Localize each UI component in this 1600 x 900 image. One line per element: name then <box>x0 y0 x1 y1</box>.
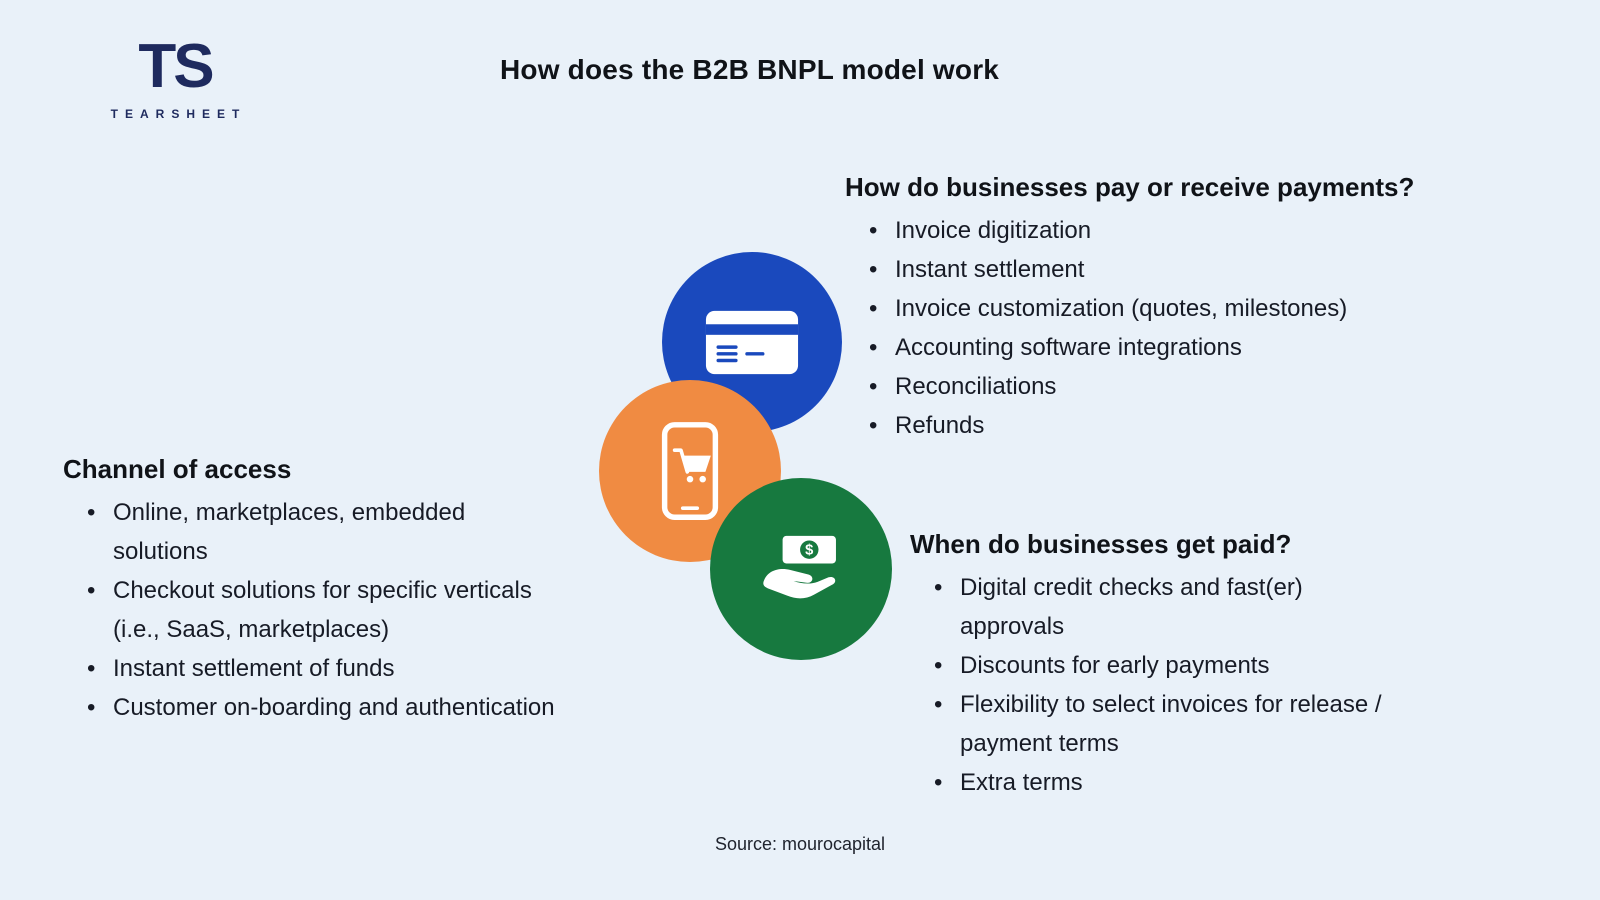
bill-seal <box>800 540 819 559</box>
channel-section: Channel of access Online, marketplaces, … <box>63 454 603 727</box>
list-item: Refunds <box>868 406 1538 445</box>
tearsheet-logo: TS TEARSHEET <box>100 32 250 122</box>
list-item: Discounts for early payments <box>933 646 1395 685</box>
paid-list: Digital credit checks and fast(er) appro… <box>933 568 1395 802</box>
list-item: Extra terms <box>933 763 1395 802</box>
list-item: Customer on-boarding and authentication <box>86 688 564 727</box>
list-item: Instant settlement of funds <box>86 649 564 688</box>
list-item: Flexibility to select invoices for relea… <box>933 685 1395 763</box>
payments-heading: How do businesses pay or receive payment… <box>845 172 1415 202</box>
credit-card-icon <box>705 310 799 374</box>
dollar-glyph: $ <box>805 543 813 559</box>
page-title: How does the B2B BNPL model work <box>500 54 1000 85</box>
list-item: Accounting software integrations <box>868 328 1538 367</box>
list-item: Checkout solutions for specific vertical… <box>86 571 564 649</box>
source-attribution: Source: mourocapital <box>714 834 886 854</box>
hand-shape <box>763 569 836 599</box>
paid-section: When do businesses get paid? Digital cre… <box>910 529 1410 802</box>
list-item: Digital credit checks and fast(er) appro… <box>933 568 1395 646</box>
payments-section: How do businesses pay or receive payment… <box>845 172 1545 445</box>
channel-list: Online, marketplaces, embedded solutions… <box>86 493 564 727</box>
list-item: Invoice digitization <box>868 211 1538 250</box>
credit-card-details <box>705 323 799 362</box>
paid-heading: When do businesses get paid? <box>910 529 1292 559</box>
payments-list: Invoice digitization Instant settlement … <box>868 211 1538 445</box>
tearsheet-monogram: TS <box>138 32 214 101</box>
payout-circle: $ <box>710 478 892 660</box>
channel-heading: Channel of access <box>63 454 292 484</box>
tearsheet-brand-name: TEARSHEET <box>110 107 247 121</box>
list-item: Invoice customization (quotes, milestone… <box>868 289 1538 328</box>
hand-money-icon: $ <box>763 535 836 599</box>
list-item: Instant settlement <box>868 250 1538 289</box>
list-item: Reconciliations <box>868 367 1538 406</box>
mobile-shopping-icon <box>661 422 719 520</box>
list-item: Online, marketplaces, embedded solutions <box>86 493 564 571</box>
